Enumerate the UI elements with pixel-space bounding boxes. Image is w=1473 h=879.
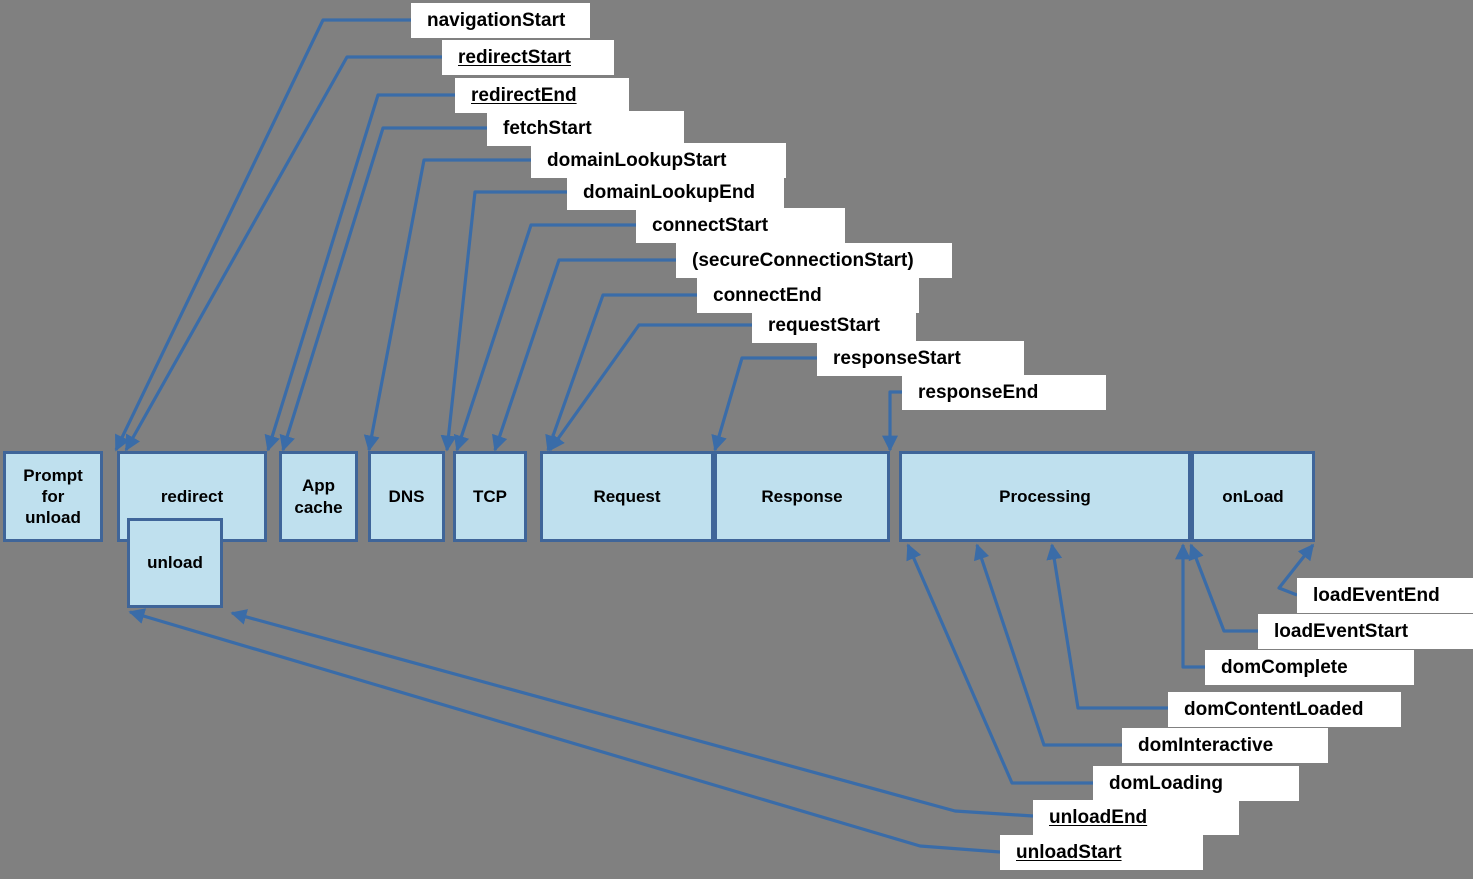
timing-label-redirectEnd: redirectEnd — [455, 78, 629, 113]
phase-box-tcp: TCP — [453, 451, 527, 542]
label-text: responseStart — [833, 348, 961, 369]
wire-requestStart — [548, 323, 752, 452]
label-text: connectEnd — [713, 285, 822, 306]
phase-box-unload: unload — [127, 518, 223, 608]
wire-domainLookupEnd — [440, 190, 567, 452]
phase-box-prompt-for-unload: Prompt for unload — [3, 451, 103, 542]
phase-box-app-cache: App cache — [279, 451, 358, 542]
wire-redirectEnd — [264, 93, 455, 452]
label-text: requestStart — [768, 315, 880, 336]
label-text: unloadStart — [1016, 842, 1122, 863]
wire-domainLookupStart — [363, 158, 531, 452]
timing-label-unloadStart: unloadStart — [1000, 835, 1203, 870]
timing-label-domInteractive: domInteractive — [1122, 728, 1328, 763]
label-text: loadEventEnd — [1313, 585, 1440, 606]
label-text: connectStart — [652, 215, 769, 236]
wire-responseStart — [711, 356, 817, 452]
phase-box-dns: DNS — [368, 451, 445, 542]
timing-label-responseEnd: responseEnd — [902, 375, 1106, 410]
timing-label-loadEventEnd: loadEventEnd — [1297, 578, 1473, 613]
timing-label-domainLookupStart: domainLookupStart — [531, 143, 786, 178]
label-text: domLoading — [1109, 773, 1223, 794]
wire-domLoading — [906, 543, 1093, 785]
timing-label-domLoading: domLoading — [1093, 766, 1299, 801]
label-text: unloadEnd — [1049, 807, 1148, 828]
wire-navigationStart — [114, 18, 411, 452]
timing-label-navigationStart: navigationStart — [411, 3, 590, 38]
label-text: navigationStart — [427, 10, 566, 31]
timing-label-domainLookupEnd: domainLookupEnd — [567, 175, 784, 210]
timing-label-domContentLoaded: domContentLoaded — [1168, 692, 1401, 727]
phase-box-request: Request — [540, 451, 714, 542]
timing-label-connectEnd: connectEnd — [697, 278, 919, 313]
label-text: domainLookupEnd — [583, 182, 756, 203]
timing-label-redirectStart: redirectStart — [442, 40, 614, 75]
label-text: domainLookupStart — [547, 150, 727, 171]
label-text: responseEnd — [918, 382, 1039, 403]
timing-label-unloadEnd: unloadEnd — [1033, 800, 1239, 835]
label-text: domInteractive — [1138, 735, 1274, 756]
wire-redirectStart — [124, 55, 442, 452]
timing-label-responseStart: responseStart — [817, 341, 1024, 376]
label-text: (secureConnectionStart) — [692, 250, 914, 271]
wire-fetchStart — [279, 126, 487, 452]
label-text: redirectEnd — [471, 85, 577, 106]
phase-box-response: Response — [714, 451, 890, 542]
timing-label-fetchStart: fetchStart — [487, 111, 684, 146]
wire-loadEventStart — [1188, 543, 1258, 633]
label-text: domContentLoaded — [1184, 699, 1364, 720]
wire-domContentLoaded — [1046, 543, 1168, 710]
timing-label-connectStart: connectStart — [636, 208, 845, 243]
wire-connectEnd — [545, 293, 697, 452]
timing-label-secureConnectionStart: (secureConnectionStart) — [676, 243, 952, 278]
label-text: fetchStart — [503, 118, 592, 139]
wire-unloadStart — [128, 608, 1001, 854]
label-text: redirectStart — [458, 47, 571, 68]
wire-connectStart — [453, 223, 636, 452]
wire-domComplete — [1175, 543, 1205, 669]
phase-box-processing: Processing — [899, 451, 1191, 542]
timing-label-loadEventStart: loadEventStart — [1258, 614, 1473, 649]
phase-box-onload: onLoad — [1191, 451, 1315, 542]
label-text: domComplete — [1221, 657, 1348, 678]
wire-responseEnd — [882, 390, 902, 452]
timing-label-domComplete: domComplete — [1205, 650, 1414, 685]
wire-domInteractive — [973, 543, 1122, 747]
wire-unloadEnd — [230, 609, 1034, 818]
timing-label-requestStart: requestStart — [752, 308, 916, 343]
wire-secureConnectionStart — [492, 258, 676, 452]
label-text: loadEventStart — [1274, 621, 1409, 642]
